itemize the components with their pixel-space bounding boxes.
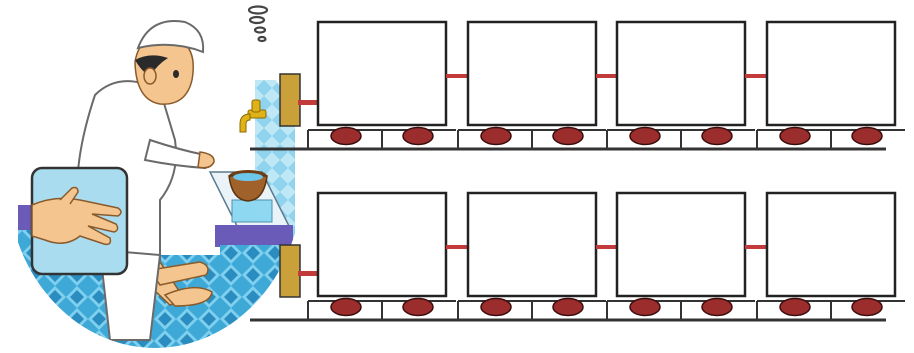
hands-rubbing-inset — [32, 168, 127, 274]
wagon-box — [767, 22, 895, 125]
basin-counter — [215, 225, 293, 247]
wheel-icon — [553, 128, 583, 145]
wheel-icon — [481, 128, 511, 145]
coupler — [745, 245, 767, 249]
wheel-icon — [702, 299, 732, 316]
wagon-box — [318, 193, 446, 296]
coupler — [298, 271, 318, 276]
wheel-icon — [852, 128, 882, 145]
coupler — [298, 100, 318, 105]
locomotive — [280, 245, 300, 297]
train-worksheet — [250, 22, 905, 320]
wagon-box — [767, 193, 895, 296]
coupler — [446, 74, 468, 78]
coupler — [745, 74, 767, 78]
wagon-box — [617, 193, 745, 296]
wheel-icon — [553, 299, 583, 316]
wheel-icon — [481, 299, 511, 316]
wheel-icon — [331, 299, 361, 316]
wheel-icon — [702, 128, 732, 145]
wheel-icon — [403, 128, 433, 145]
wheel-icon — [403, 299, 433, 316]
coupler — [446, 245, 468, 249]
coupler — [596, 74, 617, 78]
wheel-icon — [630, 128, 660, 145]
coupler — [596, 245, 617, 249]
wheel-icon — [780, 128, 810, 145]
wheel-icon — [630, 299, 660, 316]
locomotive — [280, 74, 300, 126]
wheel-icon — [780, 299, 810, 316]
boy-washing-feet-illustration — [0, 0, 320, 353]
wagon-box — [617, 22, 745, 125]
wheel-icon — [331, 128, 361, 145]
bubbles-icon — [249, 7, 267, 42]
wagon-box — [468, 22, 596, 125]
wheel-icon — [852, 299, 882, 316]
wagon-box — [468, 193, 596, 296]
wagon-box — [318, 22, 446, 125]
